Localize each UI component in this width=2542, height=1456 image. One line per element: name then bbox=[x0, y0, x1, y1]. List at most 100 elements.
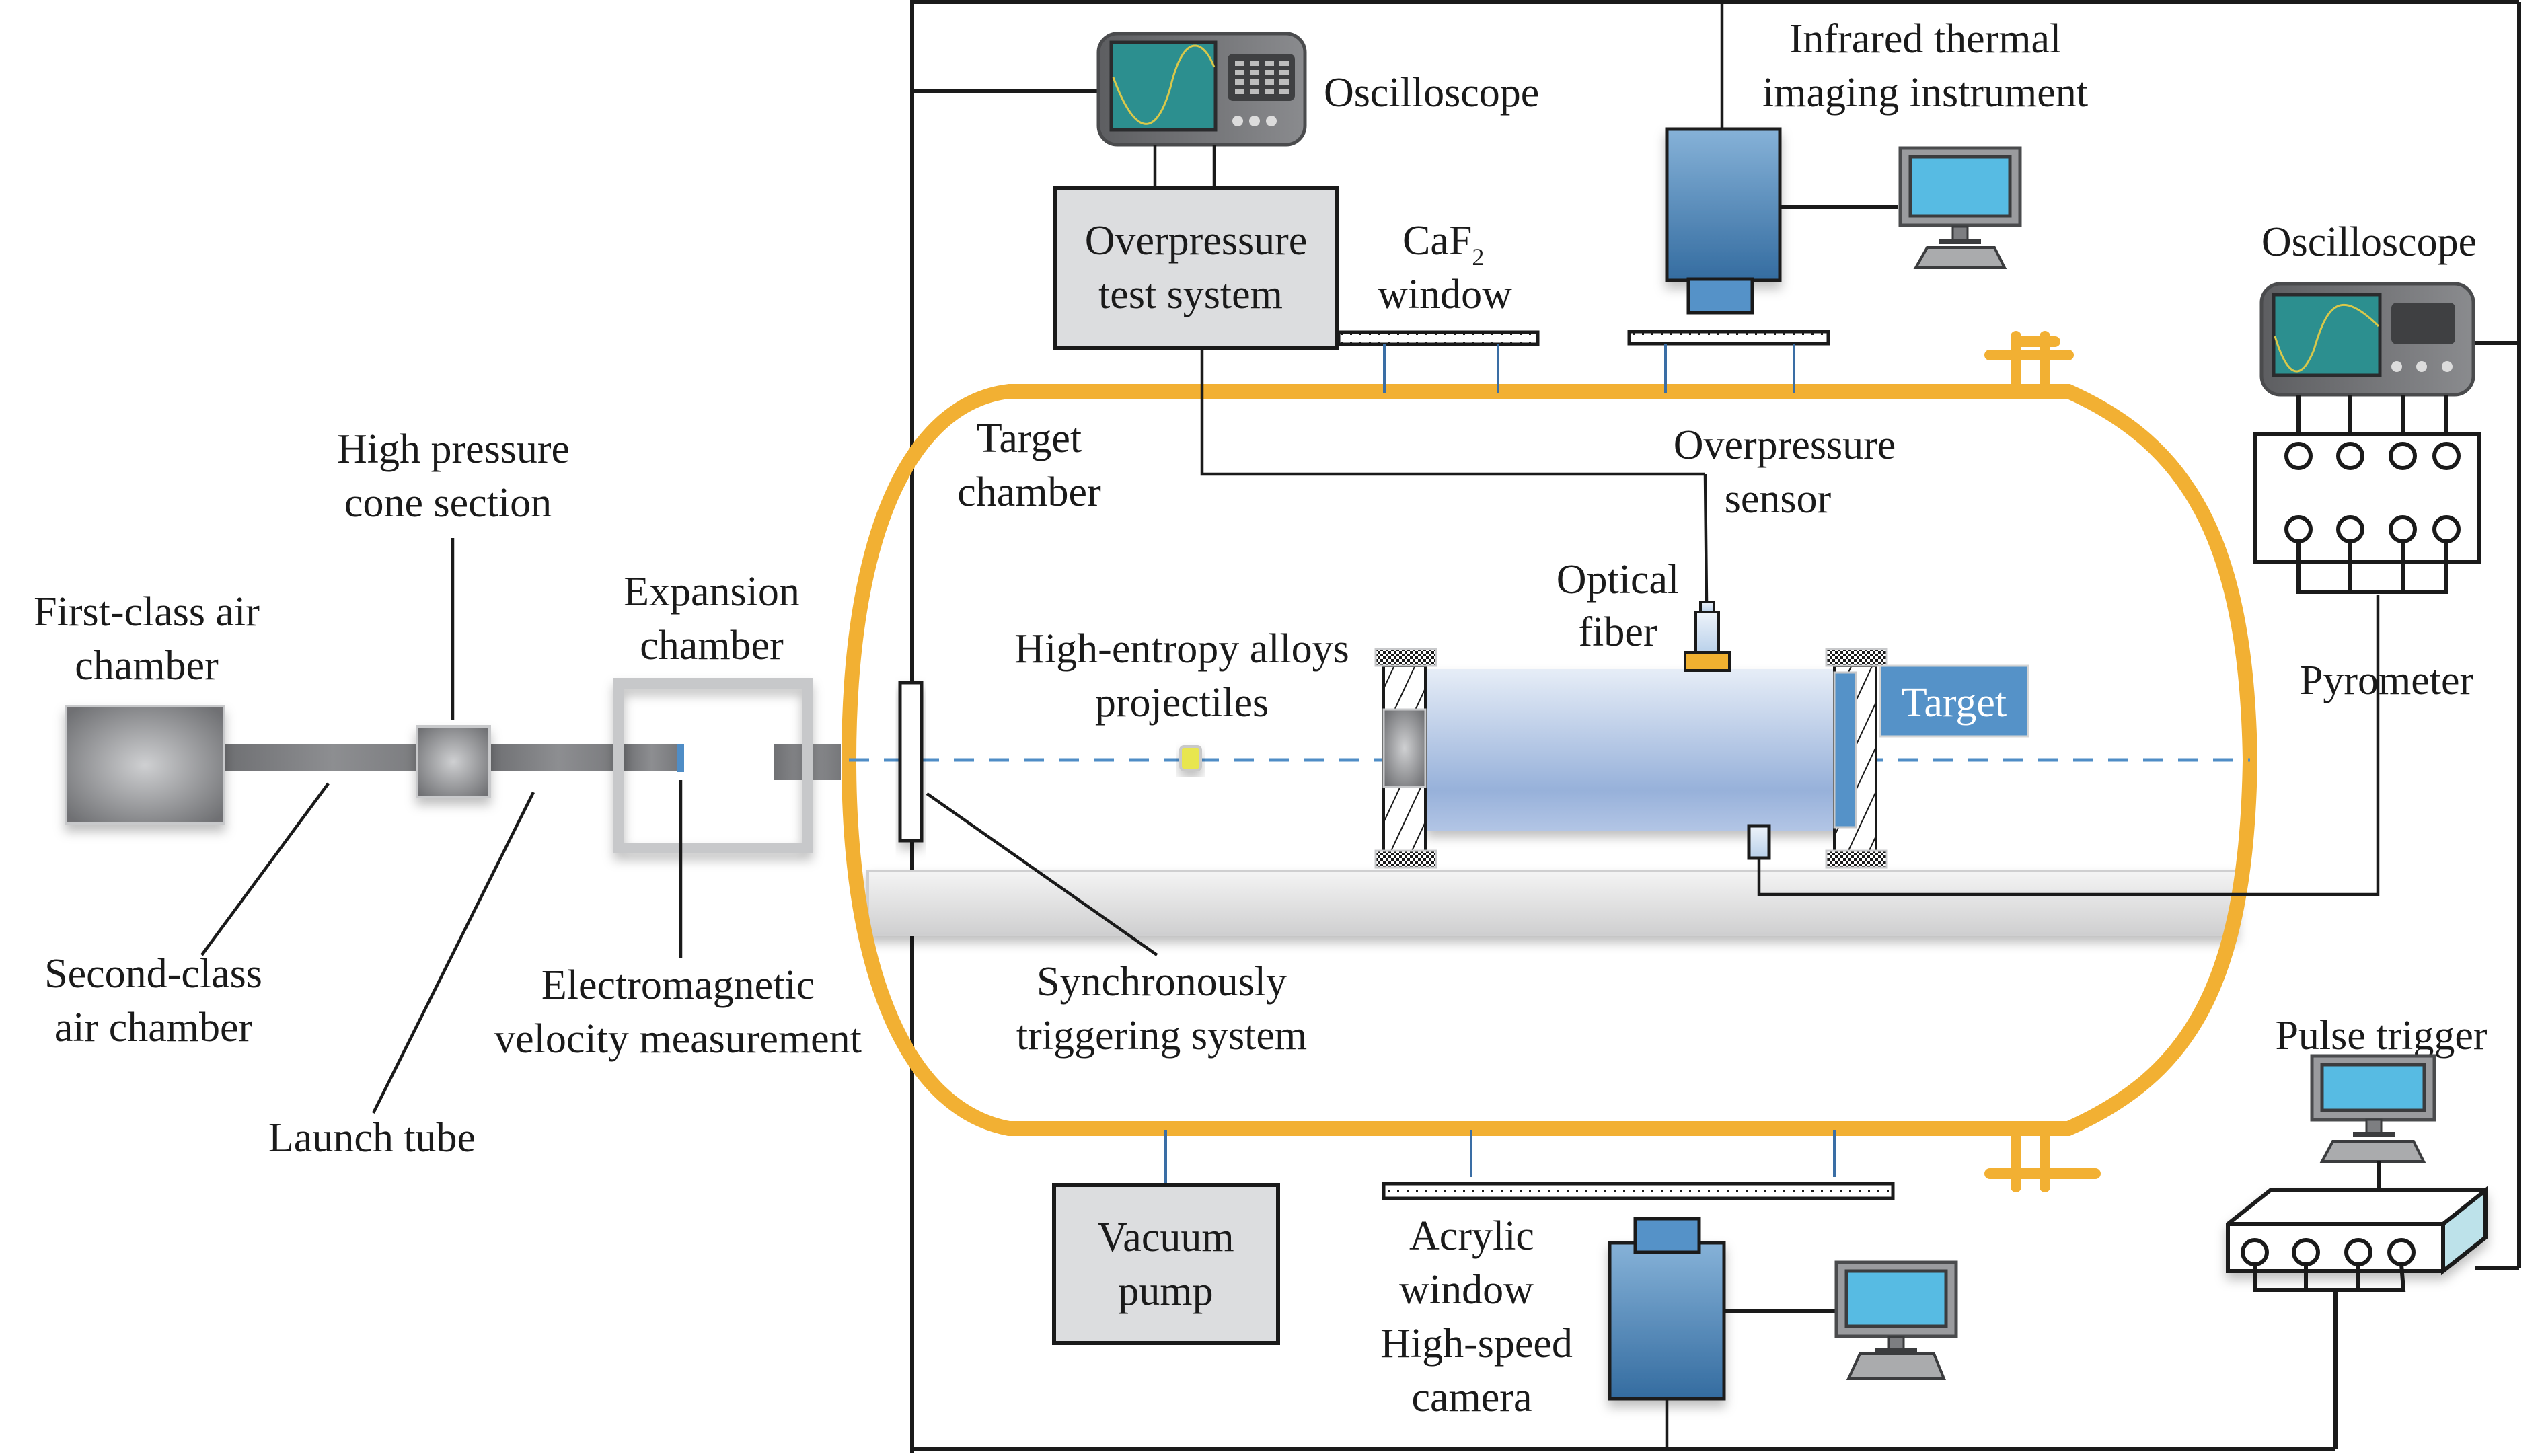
left-clamp-top bbox=[1374, 648, 1437, 667]
pyrometer-probe bbox=[1747, 824, 1771, 860]
flange-top-icon bbox=[1984, 331, 2074, 395]
label-pyrometer: Pyrometer bbox=[2300, 658, 2474, 703]
caf2-window-pane bbox=[1337, 330, 1540, 346]
leader-launch-tube bbox=[371, 791, 535, 1114]
launcher-assembly bbox=[65, 538, 841, 1114]
right-clamp-top bbox=[1825, 648, 1888, 667]
label-sync-2: triggering system bbox=[1016, 1013, 1307, 1059]
target-cylinder bbox=[1426, 669, 1843, 831]
tube-segment-1 bbox=[225, 744, 441, 771]
label-electromagnetic-2: velocity measurement bbox=[494, 1016, 862, 1062]
label-target-chamber-1: Target bbox=[977, 416, 1082, 461]
label-high-speed-2: camera bbox=[1412, 1375, 1532, 1420]
osc-right-knobs bbox=[2391, 361, 2453, 372]
label-electromagnetic-1: Electromagnetic bbox=[541, 962, 815, 1008]
projectile-icon bbox=[1179, 745, 1202, 771]
overpressure-system-wire bbox=[1200, 350, 1705, 476]
target-label-box bbox=[1879, 664, 2029, 738]
label-cone-2: cone section bbox=[344, 480, 552, 526]
label-launch-tube: Launch tube bbox=[268, 1115, 476, 1161]
osc-knobs bbox=[1232, 116, 1277, 126]
caf2-main: CaF bbox=[1403, 218, 1472, 264]
flange-bottom-icon bbox=[1984, 1124, 2101, 1192]
high-speed-lens bbox=[1633, 1217, 1701, 1254]
label-pulse-trigger: Pulse trigger bbox=[2275, 1013, 2487, 1059]
label-overpressure-sensor-1: Overpressure bbox=[1674, 422, 1896, 468]
left-window-disk bbox=[1382, 708, 1427, 788]
oscilloscope-right: Oscilloscope Pyrometer bbox=[2253, 219, 2481, 703]
first-class-air-chamber bbox=[65, 705, 225, 825]
label-infrared-2: imaging instrument bbox=[1762, 70, 2088, 116]
overpressure-sensor-icon bbox=[1684, 651, 1731, 672]
support-rail bbox=[866, 870, 2238, 936]
label-infrared-1: Infrared thermal bbox=[1789, 16, 2061, 62]
label-optical-fiber-1: Optical bbox=[1557, 557, 1680, 603]
label-acrylic-2: window bbox=[1399, 1267, 1534, 1313]
vacuum-pump-box bbox=[1052, 1183, 1280, 1345]
label-optical-fiber-2: fiber bbox=[1578, 609, 1657, 655]
label-first-class-2: chamber bbox=[75, 643, 219, 689]
acrylic-window-pane bbox=[1382, 1182, 1895, 1200]
fiber-tip bbox=[1699, 601, 1715, 613]
optical-fiber-probe bbox=[1694, 611, 1720, 655]
label-target-chamber-2: chamber bbox=[957, 469, 1101, 515]
left-clamp-bottom bbox=[1374, 849, 1437, 869]
target-chamber-outline bbox=[841, 384, 2258, 1136]
label-caf2: CaF2 bbox=[1403, 218, 1484, 270]
label-cone-1: High pressure bbox=[337, 426, 570, 472]
target-plate bbox=[1833, 671, 1857, 829]
electromagnetic-sensor bbox=[677, 744, 684, 772]
oscilloscope-screen bbox=[1109, 40, 1218, 132]
pulse-trigger: Pulse trigger bbox=[2226, 1013, 2488, 1365]
caf2-sub: 2 bbox=[1472, 243, 1484, 270]
pyrometer-bus-outer bbox=[2296, 541, 2448, 594]
label-oscilloscope-right: Oscilloscope bbox=[2261, 219, 2477, 265]
label-high-speed-1: High-speed bbox=[1380, 1321, 1573, 1367]
label-expansion-1: Expansion bbox=[624, 569, 800, 615]
keypad-keys bbox=[1235, 61, 1289, 94]
right-clamp-bottom bbox=[1825, 849, 1888, 869]
label-caf2-window: window bbox=[1378, 272, 1512, 317]
pyrometer-wire bbox=[1757, 595, 2380, 896]
label-acrylic-1: Acrylic bbox=[1409, 1213, 1534, 1259]
target-chamber: Target bbox=[841, 331, 2380, 1192]
high-speed-camera bbox=[1608, 1217, 1958, 1449]
computer-icon bbox=[1898, 146, 2022, 269]
computer-icon bbox=[1834, 1260, 1958, 1380]
tube-segment-3 bbox=[624, 744, 679, 771]
computer-icon bbox=[2310, 1054, 2436, 1163]
label-hea-2: projectiles bbox=[1095, 680, 1269, 726]
caf2-window: CaF2 window bbox=[1337, 218, 1540, 393]
label-overpressure-sensor-2: sensor bbox=[1725, 476, 1832, 522]
label-hea-1: High-entropy alloys bbox=[1014, 626, 1349, 672]
label-oscilloscope-top: Oscilloscope bbox=[1324, 70, 1539, 116]
waveform-right-icon bbox=[2274, 304, 2380, 373]
overpressure-test-system: Overpressure test system bbox=[1053, 186, 1339, 350]
leader-second-class bbox=[200, 782, 330, 956]
pyrometer-channels bbox=[2284, 442, 2461, 543]
vacuum-pump: Vacuum pump bbox=[1052, 1130, 1280, 1345]
pulse-trigger-side bbox=[2441, 1186, 2488, 1276]
overpressure-sensor-wire bbox=[1703, 473, 1709, 603]
infrared-camera-icon bbox=[1665, 127, 1782, 282]
label-sync-1: Synchronously bbox=[1037, 959, 1287, 1005]
expansion-chamber bbox=[613, 678, 813, 853]
infrared-window-pane bbox=[1627, 330, 1830, 346]
waveform-icon bbox=[1112, 44, 1216, 125]
acrylic-window: Acrylic window High-speed camera bbox=[1380, 1130, 1895, 1420]
label-second-class-1: Second-class bbox=[44, 951, 262, 997]
label-vacuum-2: pump bbox=[1118, 1268, 1213, 1314]
label-overpressure-system-1: Overpressure bbox=[1085, 218, 1308, 264]
infrared-lens bbox=[1686, 277, 1754, 315]
pulse-bus-outer bbox=[2253, 1264, 2406, 1292]
leader-sync-trigger bbox=[926, 792, 1158, 956]
label-overpressure-system-2: test system bbox=[1098, 272, 1283, 317]
chamber-labels: Target chamber High-entropy alloys proje… bbox=[957, 416, 1896, 1059]
synchronous-trigger-screen bbox=[898, 681, 924, 843]
overpressure-test-system-box bbox=[1053, 186, 1339, 350]
label-vacuum-1: Vacuum bbox=[1097, 1215, 1234, 1260]
label-first-class-1: First-class air bbox=[34, 589, 260, 635]
label-target: Target bbox=[1902, 680, 2007, 726]
label-expansion-2: chamber bbox=[640, 623, 784, 668]
